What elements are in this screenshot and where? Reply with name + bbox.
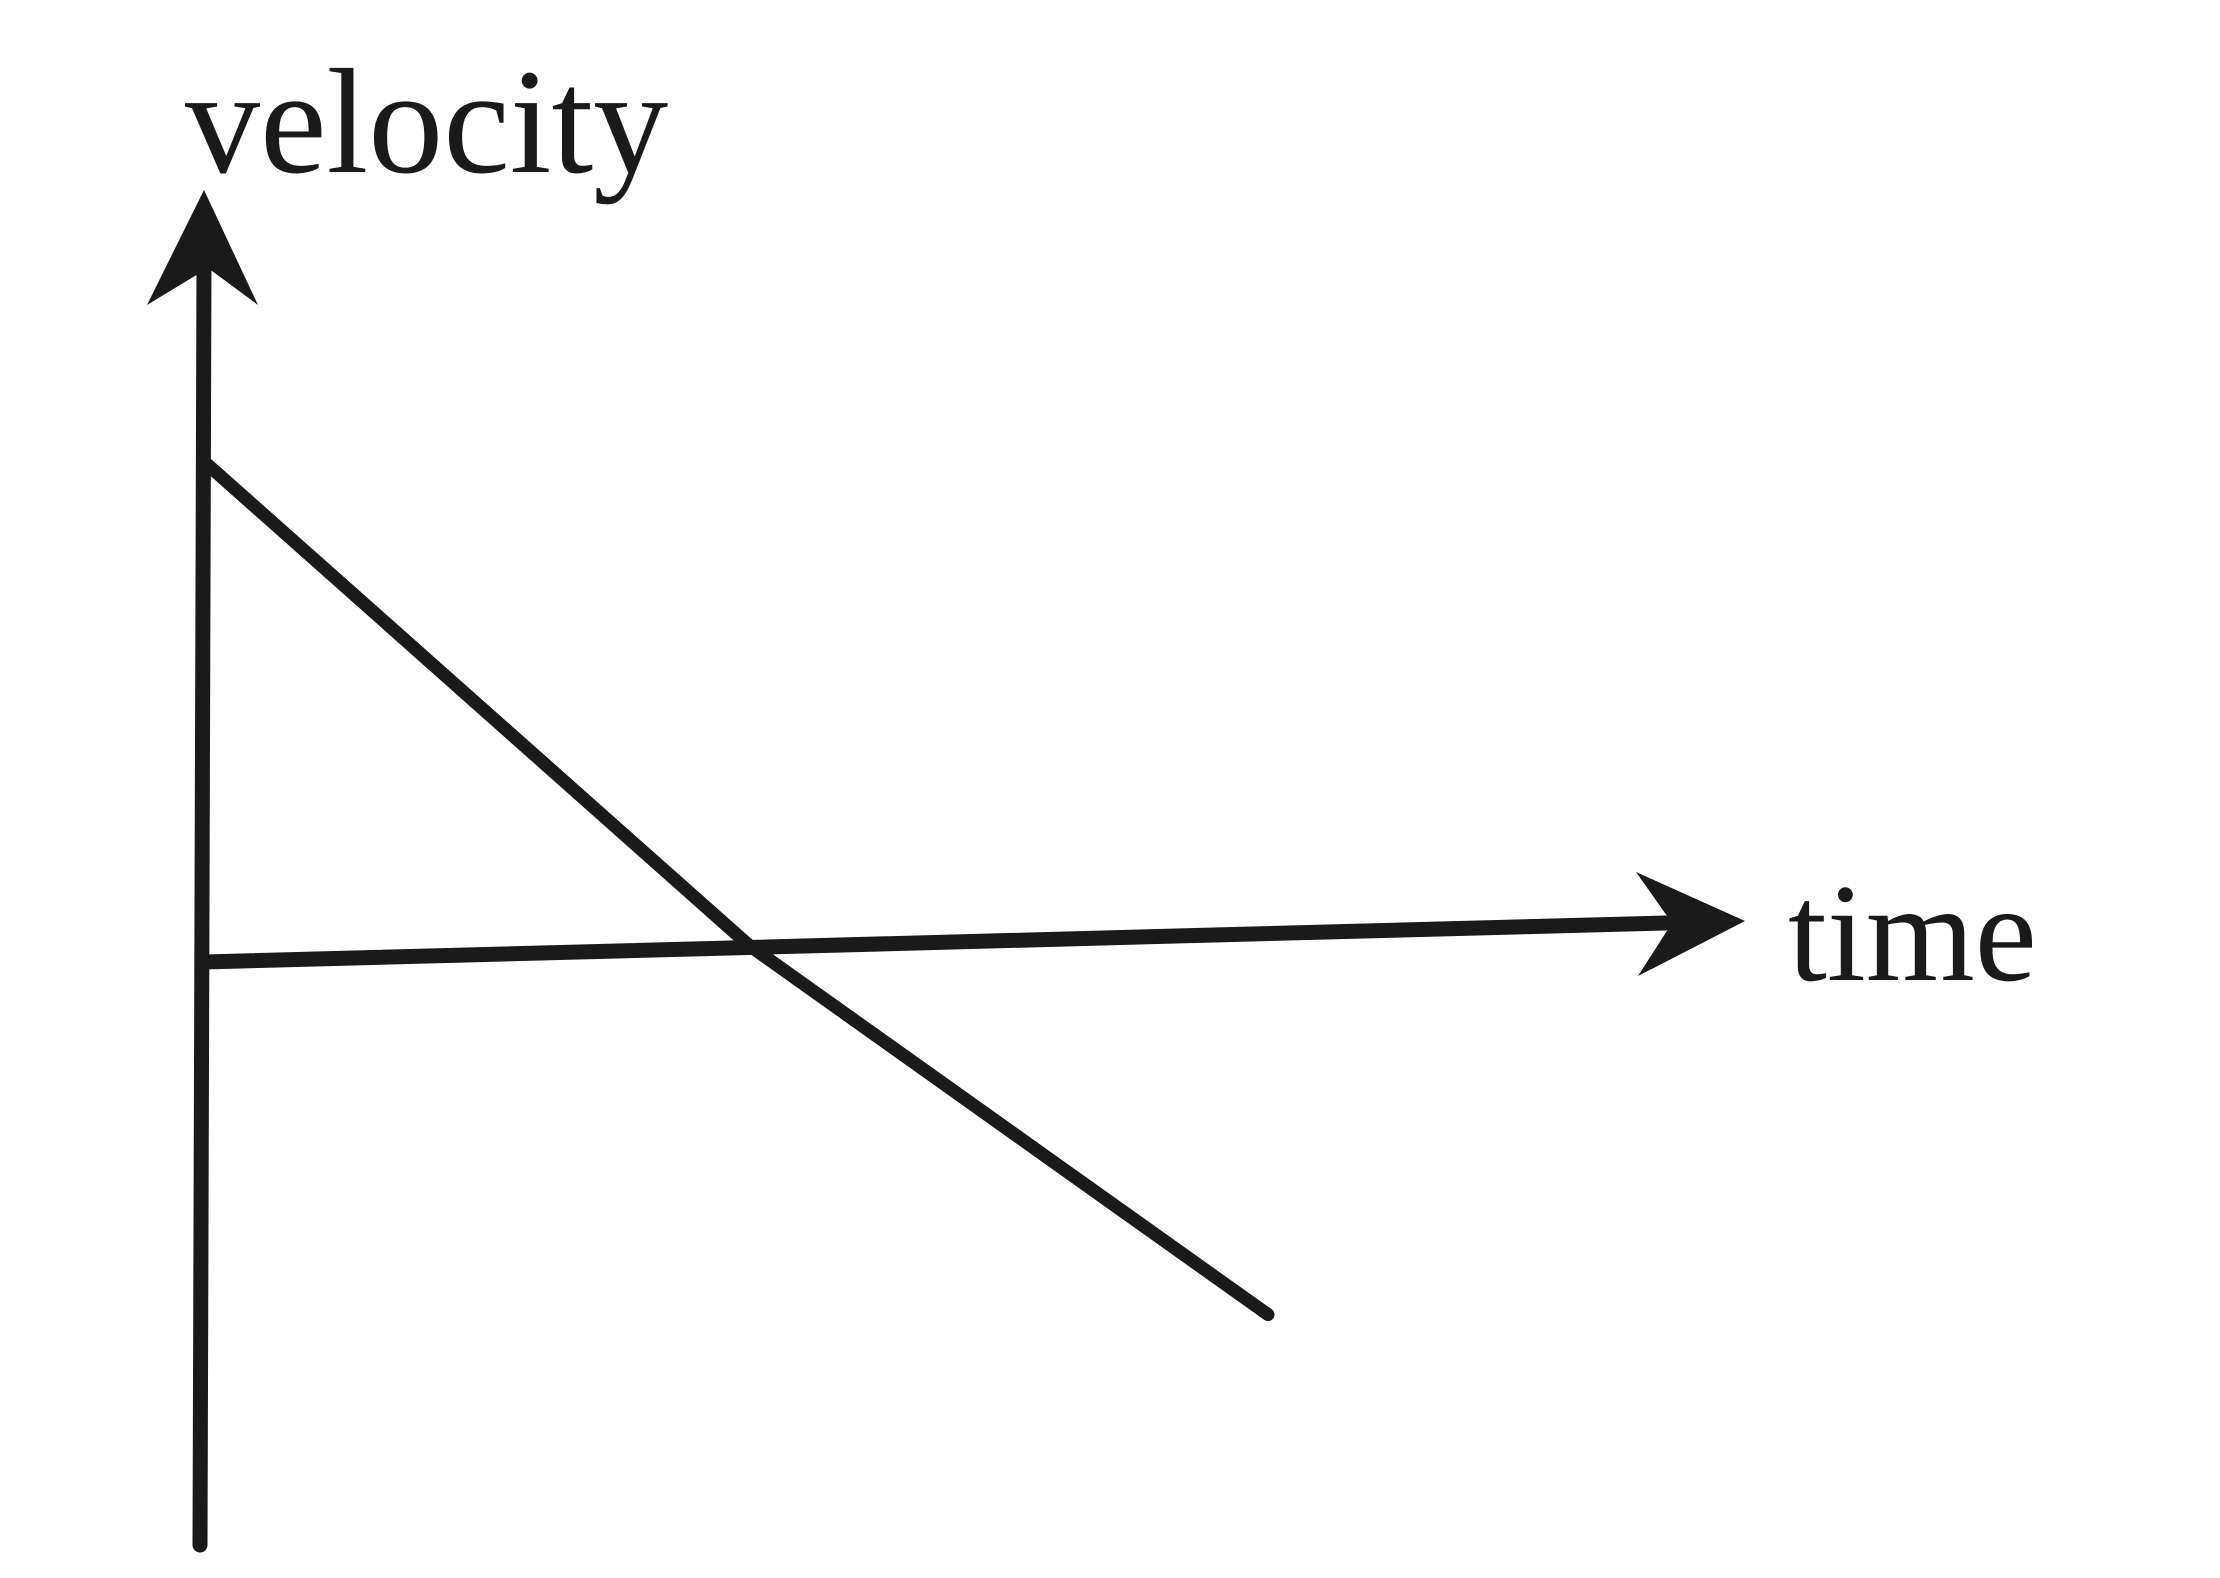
x-axis: [196, 915, 1673, 970]
y-axis-label: velocity: [185, 39, 668, 205]
series-layer: [201, 458, 1275, 1322]
velocity-line-segment: [201, 458, 756, 952]
velocity-line-segment: [742, 938, 1275, 1322]
y-axis-arrowhead: [147, 190, 258, 305]
x-axis-label: time: [1788, 856, 2037, 1011]
x-axis-arrowhead: [1636, 872, 1745, 976]
y-axis: [192, 252, 212, 1553]
